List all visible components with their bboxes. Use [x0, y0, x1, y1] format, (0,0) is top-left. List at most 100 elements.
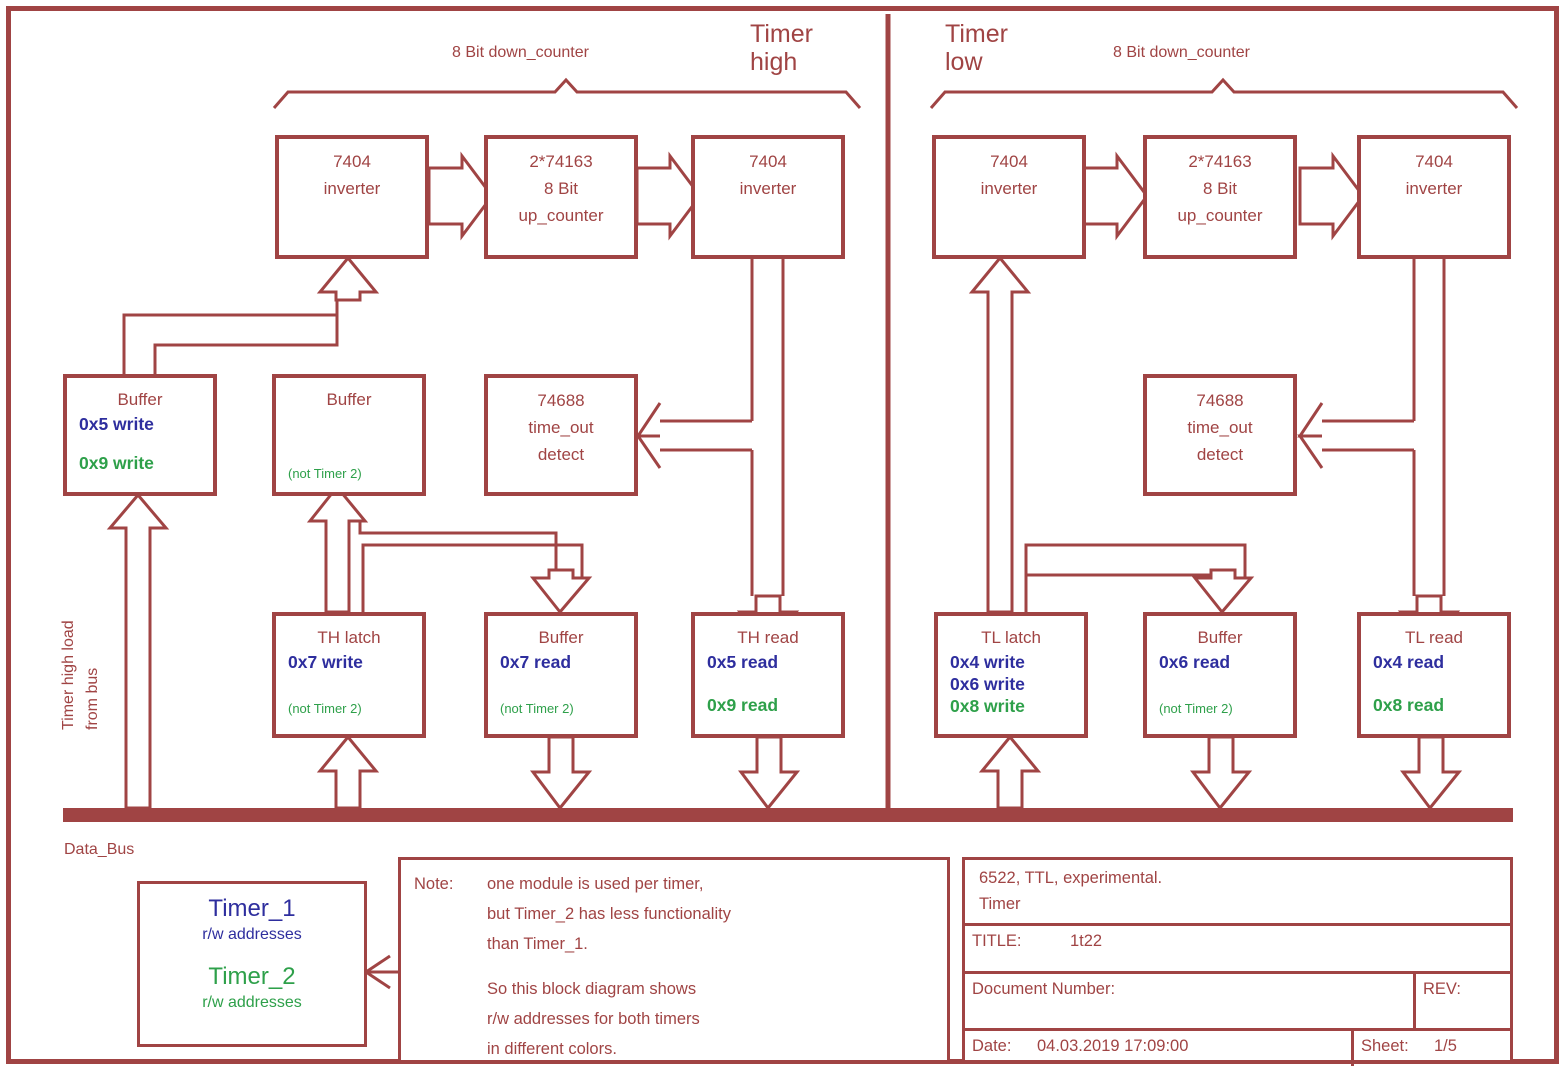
title-label: TITLE:	[972, 932, 1022, 950]
block-note: (not Timer 2)	[1159, 701, 1233, 716]
block-label-line2: 8 Bit	[543, 179, 579, 198]
block-label-line2: inverter	[980, 179, 1038, 198]
block-high-up-counter[interactable]: 2*74163 8 Bit up_counter	[484, 135, 638, 259]
address-blue: 0x7 write	[288, 652, 363, 672]
subject-line1: 6522, TTL, experimental.	[979, 869, 1163, 887]
subject-line2: Timer	[979, 895, 1021, 913]
block-label-line1: 74688	[1196, 391, 1244, 410]
block-label-line2: time_out	[528, 418, 594, 437]
block-low-inverter-1[interactable]: 7404 inverter	[932, 135, 1086, 259]
block-high-buffer-write[interactable]: Buffer 0x5 write 0x9 write	[63, 374, 217, 496]
block-th-latch[interactable]: TH latch 0x7 write (not Timer 2)	[272, 612, 426, 738]
from-bus-label: from bus	[84, 667, 101, 730]
block-high-inverter-1[interactable]: 7404 inverter	[275, 135, 429, 259]
address-green: 0x9 read	[707, 695, 779, 715]
date-value: 04.03.2019 17:09:00	[1037, 1037, 1189, 1055]
block-tl-read[interactable]: TL read 0x4 read 0x8 read	[1357, 612, 1511, 738]
section-title-timer-high: Timer high	[750, 20, 813, 76]
block-label-line3: detect	[1196, 445, 1244, 464]
block-label-line1: 7404	[990, 152, 1028, 171]
block-title: Buffer	[538, 628, 584, 647]
note-line-6: in different colors.	[487, 1040, 617, 1058]
block-title: Buffer	[326, 390, 372, 409]
title-block-date-row: Date: 04.03.2019 17:09:00 Sheet: 1/5	[965, 1031, 1510, 1066]
block-title: TL latch	[981, 628, 1041, 647]
address-blue-1: 0x4 write	[950, 652, 1025, 672]
block-note: (not Timer 2)	[288, 701, 362, 716]
block-title: TH latch	[317, 628, 381, 647]
title-block: 6522, TTL, experimental. Timer TITLE: 1t…	[962, 857, 1513, 1066]
address-green: 0x8 read	[1373, 695, 1445, 715]
block-label-line1: 2*74163	[529, 152, 593, 171]
block-tl-buffer-read[interactable]: Buffer 0x6 read (not Timer 2)	[1143, 612, 1297, 738]
block-label-line1: 74688	[537, 391, 585, 410]
rev-label: REV:	[1423, 980, 1461, 998]
address-blue: 0x7 read	[500, 652, 572, 672]
address-green: 0x9 write	[79, 453, 154, 473]
block-label-line3: detect	[537, 445, 585, 464]
document-number-label: Document Number:	[972, 980, 1116, 998]
block-label-line3: up_counter	[518, 206, 604, 225]
section-title-timer-low: Timer low	[945, 20, 1008, 76]
block-high-timeout-detect[interactable]: 74688 time_out detect	[484, 374, 638, 496]
address-blue: 0x6 read	[1159, 652, 1231, 672]
timer-high-title-line2: high	[750, 48, 798, 76]
block-note: (not Timer 2)	[500, 701, 574, 716]
address-green: 0x8 write	[950, 696, 1025, 716]
block-title: Buffer	[117, 390, 163, 409]
legend-timer1-name: Timer_1	[208, 895, 296, 922]
block-label-line1: 7404	[1415, 152, 1453, 171]
block-label-line2: inverter	[739, 179, 797, 198]
block-title: TL read	[1405, 628, 1463, 647]
title-block-doc-row: Document Number: REV:	[965, 974, 1510, 1031]
block-low-timeout-detect[interactable]: 74688 time_out detect	[1143, 374, 1297, 496]
data-bus-label: Data_Bus	[64, 841, 135, 858]
sheet-label: Sheet:	[1361, 1037, 1409, 1055]
timer-legend-box: Timer_1 r/w addresses Timer_2 r/w addres…	[137, 881, 367, 1047]
block-low-inverter-2[interactable]: 7404 inverter	[1357, 135, 1511, 259]
title-value: 1t22	[1070, 932, 1103, 950]
address-blue: 0x5 write	[79, 414, 154, 434]
address-blue-2: 0x6 write	[950, 674, 1025, 694]
block-tl-latch[interactable]: TL latch 0x4 write 0x6 write 0x8 write	[934, 612, 1088, 738]
legend-timer1-sub: r/w addresses	[202, 926, 302, 943]
timer-high-load-label: Timer high load	[60, 620, 77, 730]
block-label-line1: 7404	[333, 152, 371, 171]
title-block-title-row: TITLE: 1t22	[965, 926, 1510, 974]
note-line-3: than Timer_1.	[487, 935, 588, 953]
block-th-read[interactable]: TH read 0x5 read 0x9 read	[691, 612, 845, 738]
block-note: (not Timer 2)	[288, 466, 362, 481]
sheet-value: 1/5	[1434, 1037, 1457, 1055]
note-line-2: but Timer_2 has less functionality	[487, 905, 731, 923]
block-high-inverter-2[interactable]: 7404 inverter	[691, 135, 845, 259]
block-title: TH read	[737, 628, 799, 647]
brace-caption-high: 8 Bit down_counter	[452, 44, 589, 61]
date-label: Date:	[972, 1037, 1012, 1055]
block-label-line2: inverter	[323, 179, 381, 198]
block-label-line2: 8 Bit	[1202, 179, 1238, 198]
block-high-buffer-load[interactable]: Buffer (not Timer 2)	[272, 374, 426, 496]
timer-high-title-line1: Timer	[750, 20, 813, 48]
note-line-4: So this block diagram shows	[487, 980, 697, 998]
block-label-line1: 2*74163	[1188, 152, 1252, 171]
legend-timer2-sub: r/w addresses	[202, 994, 302, 1011]
block-th-buffer-read[interactable]: Buffer 0x7 read (not Timer 2)	[484, 612, 638, 738]
address-blue: 0x4 read	[1373, 652, 1445, 672]
address-blue: 0x5 read	[707, 652, 779, 672]
note-line-1: one module is used per timer,	[487, 875, 704, 893]
title-block-subject-row: 6522, TTL, experimental. Timer	[965, 860, 1510, 926]
block-label-line2: inverter	[1405, 179, 1463, 198]
block-label-line2: time_out	[1187, 418, 1253, 437]
timer-low-title-line2: low	[945, 48, 983, 76]
block-low-up-counter[interactable]: 2*74163 8 Bit up_counter	[1143, 135, 1297, 259]
legend-timer2-name: Timer_2	[208, 963, 296, 990]
block-label-line3: up_counter	[1177, 206, 1263, 225]
timer-low-title-line1: Timer	[945, 20, 1008, 48]
note-label: Note:	[414, 875, 454, 893]
block-title: Buffer	[1197, 628, 1243, 647]
rev-cell: REV:	[1413, 974, 1510, 1028]
block-label-line1: 7404	[749, 152, 787, 171]
note-line-5: r/w addresses for both timers	[487, 1010, 700, 1028]
note-box: Note: one module is used per timer, but …	[398, 857, 950, 1063]
